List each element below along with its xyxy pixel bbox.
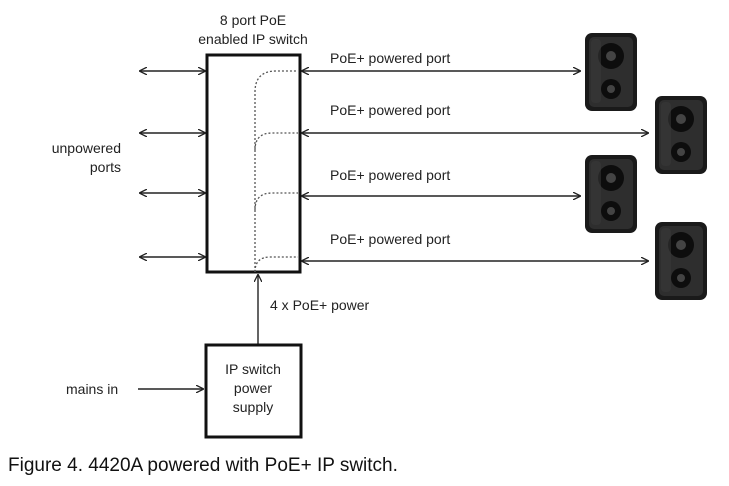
poe-power-label: 4 x PoE+ power [270,297,370,313]
ip-switch-box [205,53,302,274]
psu-label-line3: supply [233,399,273,415]
psu-label-line1: IP switch [225,361,281,377]
powered-port-label: PoE+ powered port [330,231,450,247]
unpowered-label-line1: unpowered [52,140,121,156]
unpowered-label-line2: ports [90,159,121,175]
switch-title-line1: 8 port PoE [220,12,286,28]
figure-caption: Figure 4. 4420A powered with PoE+ IP swi… [8,455,398,476]
poe-diagram: 8 port PoE enabled IP switch unpowered p… [52,12,707,439]
powered-port-label: PoE+ powered port [330,50,450,66]
speaker-icon [585,33,637,111]
speaker-icon [585,155,637,233]
powered-port-label: PoE+ powered port [330,102,450,118]
powered-port-label: PoE+ powered port [330,167,450,183]
speaker-icon [655,96,707,174]
internal-power-routing [254,70,298,273]
speaker-icon [655,222,707,300]
mains-in-label: mains in [66,381,118,397]
power-supply-box [204,343,303,439]
switch-title-line2: enabled IP switch [198,31,307,47]
psu-label-line2: power [234,380,272,396]
